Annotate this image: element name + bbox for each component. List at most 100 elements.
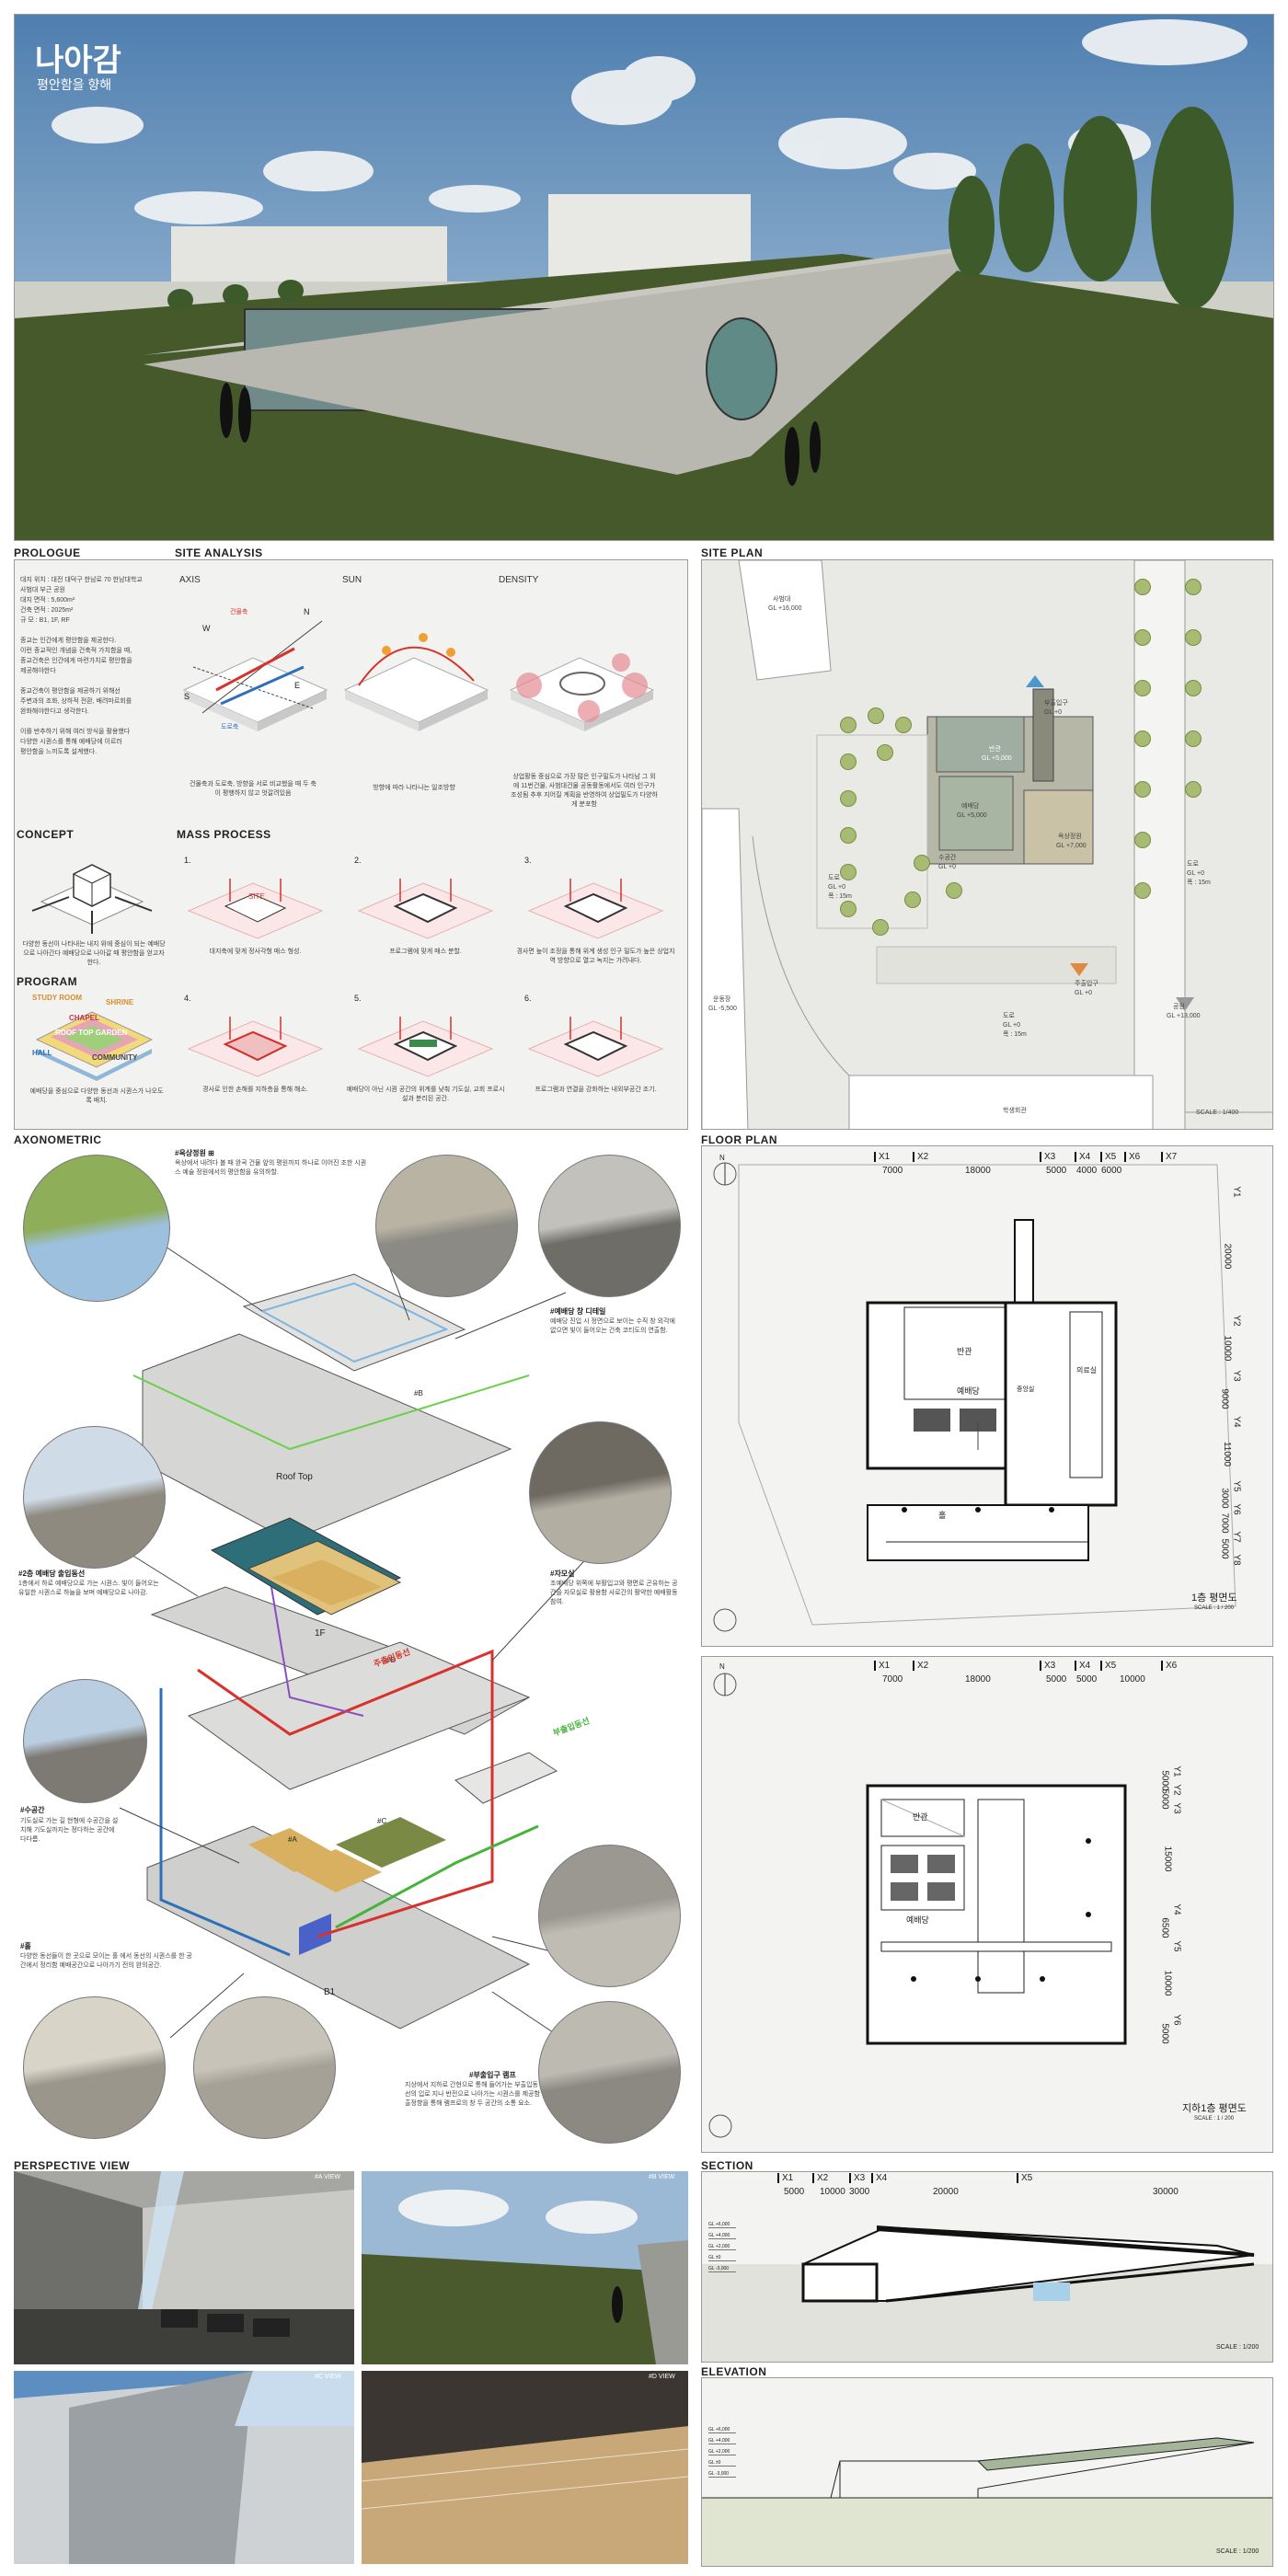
- site-analysis-heading: SITE ANALYSIS: [175, 546, 263, 559]
- axo-vignette: [375, 1155, 518, 1297]
- site-park-gl: GL +13,000: [1167, 1013, 1201, 1019]
- prologue-line: [20, 626, 172, 636]
- grid-label: Y2: [1231, 1315, 1242, 1327]
- prologue-line: [20, 717, 172, 727]
- axonometric-drawing: [14, 1145, 688, 2148]
- grid-dimension: 20000: [933, 2187, 959, 2197]
- grid-dimension: 5000: [1159, 1788, 1170, 1810]
- compass-e: E: [294, 681, 301, 690]
- grid-dimension: 5000: [1159, 1770, 1170, 1791]
- site-tree: [895, 717, 912, 733]
- level-marker: GL +2,000: [708, 2244, 736, 2250]
- grid-dimension: 5000: [1219, 1537, 1230, 1559]
- site-water-gl: GL +0: [938, 864, 957, 870]
- site-tree: [1134, 579, 1151, 595]
- axo-vignette: [23, 1426, 166, 1569]
- grid-label: X2: [812, 2173, 828, 2183]
- grid-dimension: 5000: [784, 2187, 805, 2197]
- site-sports-gl: GL -5,500: [708, 1006, 737, 1012]
- mass-step-diagram: [187, 1017, 324, 1077]
- sun-caption: 방향에 따라 나타나는 일조방향: [373, 785, 455, 791]
- grid-dimension: 6000: [1101, 1166, 1122, 1176]
- plan2-room-chapel: 반관: [913, 1812, 928, 1822]
- plan2-room-worship: 예배당: [906, 1915, 929, 1925]
- program-word: ROOF TOP GARDEN: [55, 1029, 128, 1037]
- plan1-room-center: 중앙실: [1017, 1386, 1035, 1393]
- axo-hall: #홀: [20, 1942, 31, 1950]
- grid-dimension: 5000: [1159, 2023, 1170, 2044]
- grid-label: X4: [871, 2173, 887, 2183]
- prologue-heading: PROLOGUE: [14, 546, 81, 559]
- road-axis-label: 도로축: [221, 724, 239, 730]
- grid-label: Y6: [1231, 1503, 1242, 1515]
- grid-label: Y4: [1231, 1416, 1242, 1428]
- level-marker: GL ±0: [708, 2255, 736, 2261]
- mass-step-diagram: [357, 879, 494, 939]
- compass-s: S: [184, 692, 190, 701]
- grid-dimension: 3000: [849, 2187, 870, 2197]
- elevation-panel: [701, 2377, 1273, 2567]
- site-tree: [1185, 579, 1202, 595]
- prologue-line: 제공해야한다: [20, 668, 56, 674]
- axo-roof-garden-desc: 옥상에서 내려다 볼 때 완곡 건물 앞의 평원까지 하나로 이어진 조한 시퀀…: [175, 1160, 367, 1176]
- grid-label: X6: [1161, 1661, 1177, 1671]
- grid-label: X6: [1124, 1152, 1140, 1162]
- axis-caption: 건물축과 도로축, 방향을 서로 비교했을 때 두 축이 평행하지 않고 엇갈려…: [190, 781, 316, 797]
- grid-label: X5: [1100, 1152, 1116, 1162]
- axo-study: #자모실: [550, 1570, 575, 1578]
- level-marker: GL ±0: [708, 2460, 736, 2467]
- axo-b-tag: #B: [414, 1389, 423, 1397]
- site-tree: [914, 855, 930, 871]
- grid-label: Y1: [1171, 1765, 1182, 1777]
- grid-label: Y7: [1231, 1531, 1242, 1543]
- site-road-s-width: 폭 : 15m: [1003, 1031, 1027, 1038]
- mass-step-number: 1.: [184, 856, 191, 865]
- site-road-s: 도로: [1003, 1013, 1015, 1019]
- plan1-title: 1층 평면도: [1191, 1593, 1237, 1604]
- grid-dimension: 7000: [882, 1674, 903, 1685]
- site-road-w-gl: GL +0: [828, 884, 846, 891]
- plan2-north: N: [719, 1662, 725, 1671]
- site-sports: 운동장: [713, 996, 731, 1003]
- axo-1f-label: 1F: [315, 1628, 326, 1639]
- prologue-line: 사범대 부근 공원: [20, 587, 65, 593]
- site-tree: [1185, 680, 1202, 696]
- plan1-room-hall: 홀: [938, 1511, 947, 1520]
- prologue-line: 종교건축이 평안함을 제공하기 위해선: [20, 688, 121, 695]
- section-grid-x: X1X2X3X4X5X650001000030002000030000: [701, 2173, 1273, 2201]
- site-tree: [840, 753, 857, 770]
- grid-label: X4: [1075, 1152, 1090, 1162]
- axis-diagram: [175, 593, 336, 759]
- mass-step-caption: 경사면 높이 조정을 통해 위계 생성 인구 밀도가 높은 상업지역 방향으로 …: [516, 949, 675, 964]
- mass-site-label: SITE: [248, 892, 265, 901]
- grid-dimension: 10000: [820, 2187, 845, 2197]
- site-bldg-label: 사범대: [773, 596, 791, 603]
- site-tree: [1134, 781, 1151, 798]
- level-marker: GL -3,000: [708, 2266, 736, 2272]
- grid-dimension: 6500: [1159, 1917, 1170, 1938]
- grid-label: X7: [1161, 1152, 1177, 1162]
- axo-c-tag: #C: [377, 1817, 387, 1825]
- mass-step-diagram: [527, 879, 664, 939]
- mass-step-number: 4.: [184, 994, 191, 1003]
- site-main-entry: 주출입구: [1075, 981, 1098, 987]
- site-tree: [1134, 730, 1151, 747]
- axo-vignette: [23, 1679, 147, 1803]
- grid-dimension: 7000: [882, 1166, 903, 1176]
- site-tree: [1134, 680, 1151, 696]
- grid-label: Y5: [1171, 1940, 1182, 1952]
- plan2-scale: SCALE : 1 / 200: [1194, 2116, 1235, 2122]
- perspective-view-a: [14, 2171, 354, 2364]
- building-axis-label: 건물축: [230, 609, 248, 615]
- axo-second-entry-desc: 1층에서 하로 예배당으로 가는 시퀀스. 빛이 들어오는 유일한 시퀀스로 하…: [18, 1581, 159, 1596]
- floor-plan-b1-panel: [701, 1656, 1273, 2153]
- axo-side-entry-desc: 지상에서 지하로 간현으로 통해 들어가는 부출입동선의 입로 지나 반전으로 …: [405, 2082, 540, 2107]
- grid-dimension: 3000: [1219, 1487, 1230, 1509]
- hero-render: [14, 14, 1274, 541]
- grid-dimension: 10000: [1222, 1335, 1233, 1362]
- mass-step-caption: 프로그램에 맞게 매스 분할.: [389, 949, 462, 955]
- grid-dimension: 15000: [1162, 1846, 1173, 1872]
- site-tree: [904, 891, 921, 908]
